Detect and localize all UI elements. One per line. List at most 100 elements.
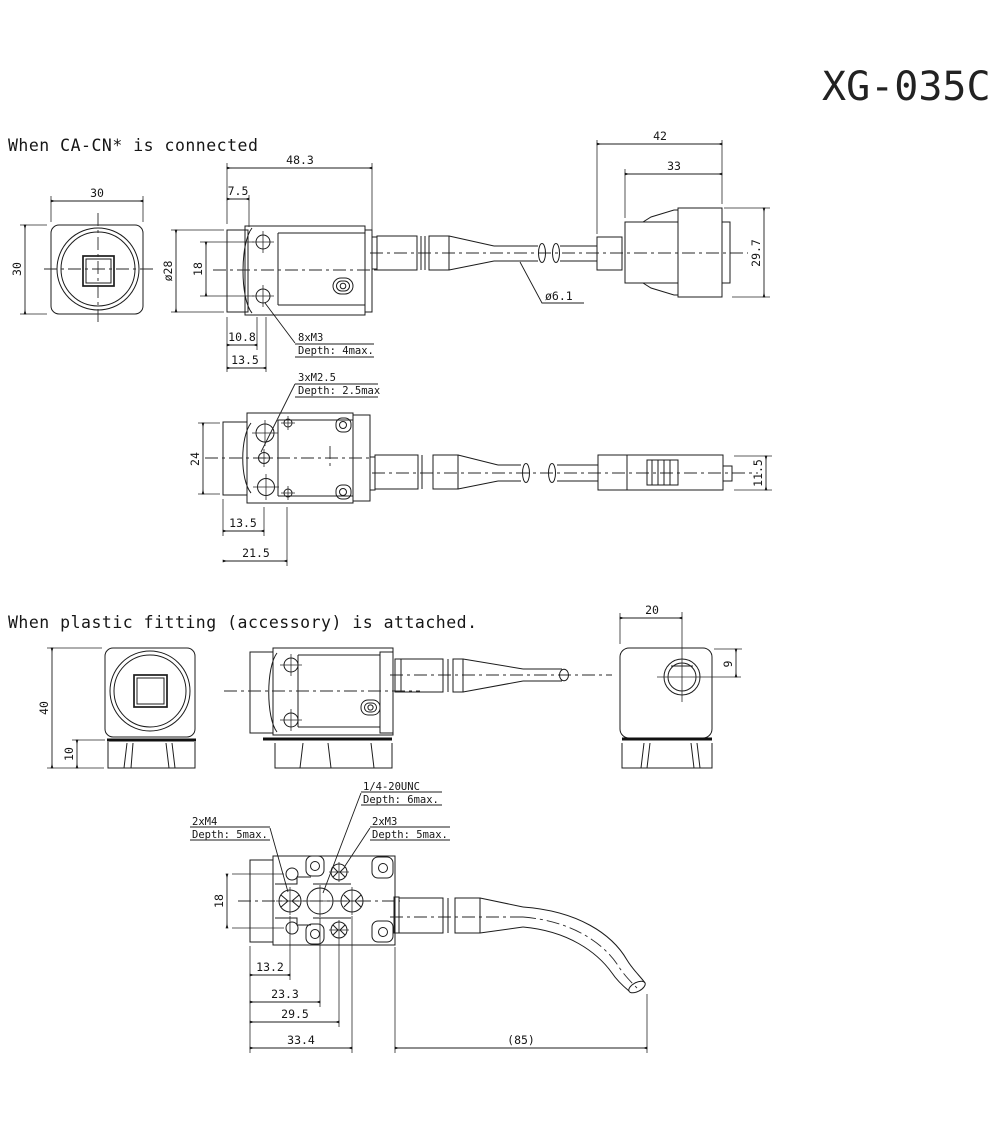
note-tripod-thread: 1/4-20UNC xyxy=(363,781,420,793)
rear-flange xyxy=(379,651,394,734)
mount-arc xyxy=(268,652,278,733)
side-screw-holes xyxy=(252,231,274,307)
dim-top-21-5: 21.5 xyxy=(242,546,270,560)
dim-connector-overall: 42 xyxy=(653,129,667,143)
cable-plug xyxy=(394,658,524,693)
cable-plug-bottom xyxy=(393,896,524,934)
note-tripod-depth: Depth: 6max. xyxy=(363,794,439,806)
note-3xM2-5: 3xM2.5 Depth: 2.5max xyxy=(260,372,380,453)
plastic-fitting-front xyxy=(107,738,196,769)
dim-bottom-hole-pitch: 18 xyxy=(212,894,226,908)
sensor-window xyxy=(133,674,168,708)
dim-top-13-5: 13.5 xyxy=(229,516,257,530)
lens-mount-inner-circle xyxy=(113,654,187,728)
dim-connector-dia: 29.7 xyxy=(749,239,763,267)
fitting-bottom-view: 2xM4 Depth: 5max. 1/4-20UNC Depth: 6max.… xyxy=(190,781,648,1053)
fitting-side-view xyxy=(224,647,612,769)
note-tripod: 1/4-20UNC Depth: 6max. xyxy=(322,781,442,894)
dim-height-40: 40 xyxy=(37,701,51,715)
section-cacn-heading: When CA-CN* is connected xyxy=(8,136,258,155)
led-indicator xyxy=(332,277,354,295)
dim-rear-offset: 9 xyxy=(721,660,735,667)
note-m4-depth: Depth: 5max. xyxy=(192,829,268,841)
dim-33-4: 33.4 xyxy=(287,1033,315,1047)
dim-flange-depth: 7.5 xyxy=(228,184,249,198)
dim-13-5: 13.5 xyxy=(231,353,259,367)
rear-flange xyxy=(364,229,373,313)
note-3xM2-5-thread: 3xM2.5 xyxy=(298,372,336,384)
fitting-rear-view: 20 9 xyxy=(619,603,742,769)
dim-connector-height: 11.5 xyxy=(751,459,765,487)
camera-front-outline xyxy=(50,224,144,315)
section-fitting-heading: When plastic fitting (accessory) is atta… xyxy=(8,613,478,632)
cable-end xyxy=(628,980,646,994)
note-3xM2-5-depth: Depth: 2.5max xyxy=(298,385,380,397)
lens-barrel xyxy=(249,651,274,734)
dim-13-2: 13.2 xyxy=(256,960,284,974)
dim-front-width: 30 xyxy=(90,186,104,200)
boss-contour xyxy=(275,876,351,926)
curved-cable xyxy=(522,906,646,994)
plastic-fitting-side xyxy=(263,737,393,769)
note-2xM4: 2xM4 Depth: 5max. xyxy=(190,816,289,893)
cable xyxy=(523,668,562,682)
lens-mount-outer-circle xyxy=(109,650,191,732)
slot-bosses xyxy=(335,417,352,500)
cable xyxy=(498,464,521,482)
cacn-connector-top xyxy=(597,454,733,491)
note-8xM3-thread: 8xM3 xyxy=(298,332,323,344)
cacn-front-view: 30 30 xyxy=(10,186,155,326)
dim-connector-body: 33 xyxy=(667,159,681,173)
side-screw-holes xyxy=(280,654,302,731)
note-8xM3-depth: Depth: 4max. xyxy=(298,345,374,357)
cable-break-symbol xyxy=(538,243,560,263)
plastic-fitting-rear xyxy=(621,737,713,769)
cable-break-symbol-top xyxy=(522,463,556,483)
section-fitting: When plastic fitting (accessory) is atta… xyxy=(8,603,742,1053)
dim-rear-width: 20 xyxy=(645,603,659,617)
dim-29-5: 29.5 xyxy=(281,1007,309,1021)
lens-barrel xyxy=(226,229,249,313)
dim-overall-length: 48.3 xyxy=(286,153,314,167)
camera-body-bottom xyxy=(272,855,396,946)
dim-mount-dia: ø28 xyxy=(161,261,175,282)
fitting-front-view: 40 10 xyxy=(37,647,196,769)
rear-crosshair xyxy=(657,612,741,702)
dim-10-8: 10.8 xyxy=(228,330,256,344)
top-centerlines xyxy=(205,446,372,470)
cable-end xyxy=(559,668,569,682)
lens-barrel-top xyxy=(222,421,248,496)
dim-fitting-height: 10 xyxy=(62,747,76,761)
cable xyxy=(557,464,598,482)
cable-plug-top xyxy=(369,454,499,491)
note-cable-dia-text: ø6.1 xyxy=(545,289,573,303)
dim-23-3: 23.3 xyxy=(271,987,299,1001)
drawing-title: XG-035C xyxy=(822,64,991,110)
sensor-chip xyxy=(136,677,165,705)
camera-rear-outline xyxy=(619,647,713,739)
cacn-connector-side xyxy=(596,207,731,298)
note-8xM3: 8xM3 Depth: 4max. xyxy=(264,302,374,358)
note-m4-thread: 2xM4 xyxy=(192,816,217,828)
cable-plug xyxy=(371,235,495,271)
note-m3-depth: Depth: 5max. xyxy=(372,829,448,841)
note-m3-thread: 2xM3 xyxy=(372,816,397,828)
mount-arc xyxy=(242,227,253,314)
cable xyxy=(560,245,597,262)
corner-bosses xyxy=(305,855,394,945)
note-cable-dia: ø6.1 xyxy=(519,261,584,304)
dim-top-height: 24 xyxy=(188,452,202,466)
led-indicator xyxy=(360,699,381,716)
dim-hole-pitch: 18 xyxy=(191,262,205,276)
dim-cable-length: (85) xyxy=(507,1033,535,1047)
section-cacn: When CA-CN* is connected 30 30 xyxy=(8,129,772,566)
front-centerlines xyxy=(44,213,155,326)
cacn-top-view: 24 13.5 21.5 11.5 xyxy=(188,412,772,566)
dim-front-height: 30 xyxy=(10,262,24,276)
camera-front-outline xyxy=(104,647,196,738)
sensor-chip xyxy=(85,258,112,284)
cacn-side-view: 48.3 7.5 ø28 18 10.8 13.5 8xM3 Depth: 4m… xyxy=(161,129,770,453)
sensor-window xyxy=(82,255,115,287)
